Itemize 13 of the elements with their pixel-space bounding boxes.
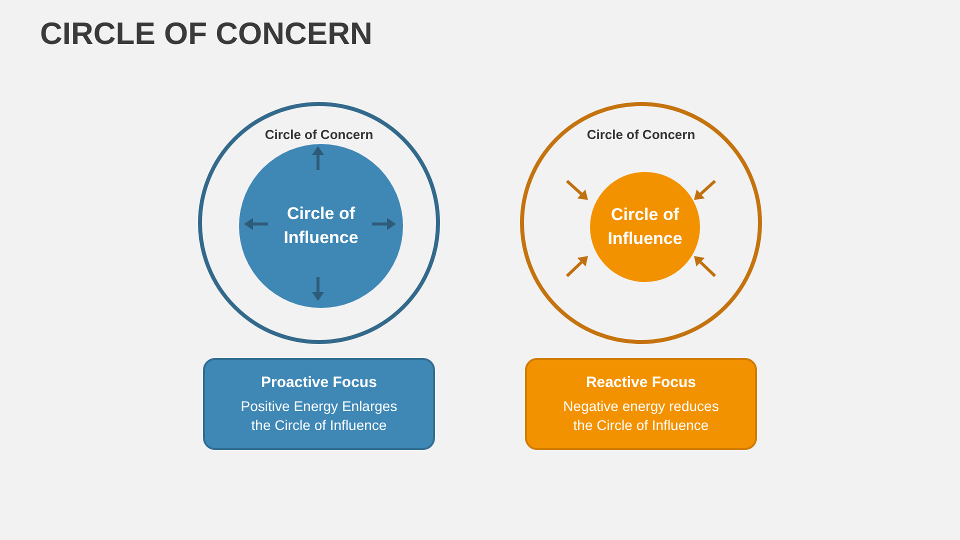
focus-card [525,358,757,450]
card-description: Negative energy reduces the Circle of Influence [562,396,720,434]
circle-label: Circle of Influence [282,203,360,249]
page-title: CIRCLE OF CONCERN [40,16,372,52]
focus-card [203,358,435,450]
card-heading: Reactive Focus [586,374,696,390]
card-description: Positive Energy Enlarges the Circle of Influence [240,396,398,434]
circle-label: Circle of Concern [586,127,696,142]
card-heading: Proactive Focus [261,374,377,390]
outer-circle [520,102,762,344]
circle-label: Circle of Influence [606,204,684,250]
circle-label: Circle of Concern [264,127,374,142]
outer-circle [198,102,440,344]
